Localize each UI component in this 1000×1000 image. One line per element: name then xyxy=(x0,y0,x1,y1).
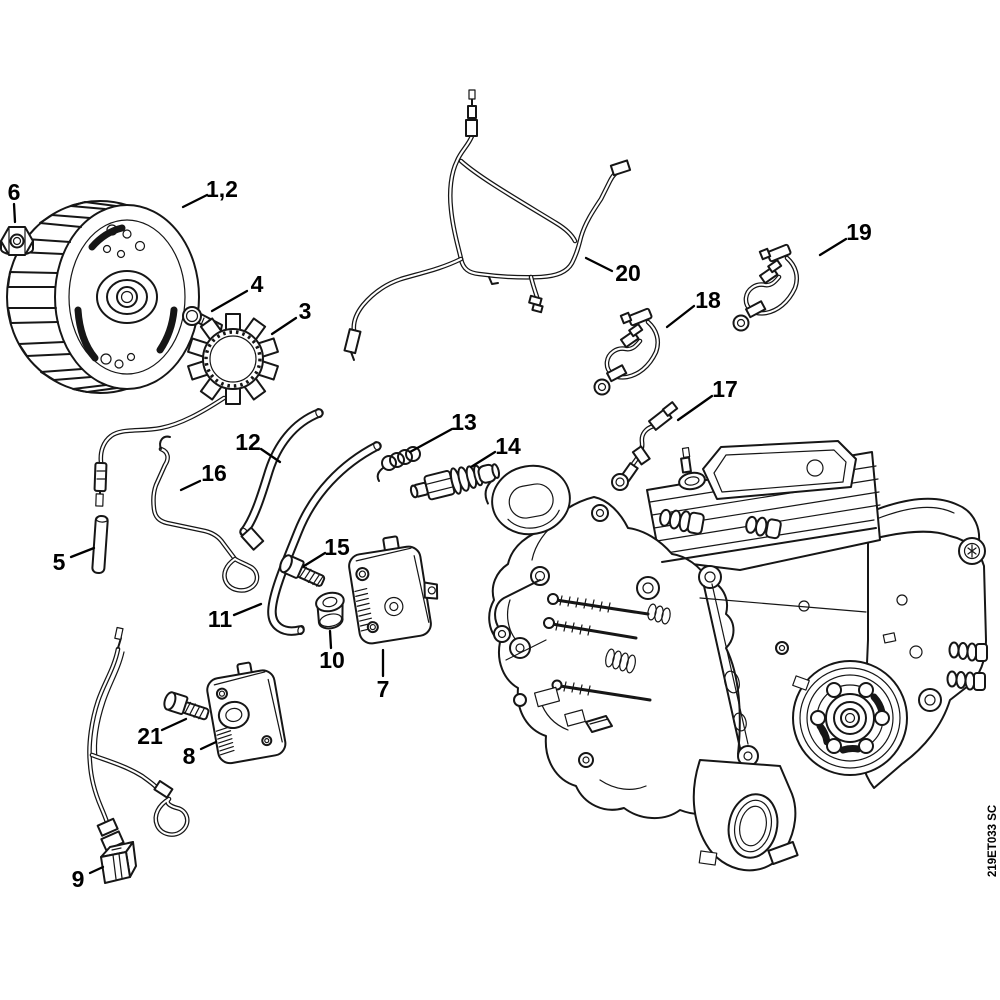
av-buffer-studs xyxy=(946,641,988,691)
callout-11: 11 xyxy=(208,602,263,632)
flywheel-nut xyxy=(0,226,34,256)
callout-13: 13 xyxy=(408,409,477,454)
wire-16 xyxy=(151,435,265,593)
module-harness xyxy=(87,626,190,855)
ignition-module-8 xyxy=(206,661,287,765)
short-circuit-wire-2 xyxy=(734,244,797,330)
engine-crankcase xyxy=(488,440,988,872)
callout-label: 4 xyxy=(251,271,264,297)
coil-screw-21 xyxy=(163,691,210,721)
callout-1-2: 1,2 xyxy=(181,176,238,209)
clutch-drum xyxy=(792,660,908,776)
callout-label: 8 xyxy=(183,743,196,769)
grommet xyxy=(315,591,345,630)
callout-9: 9 xyxy=(72,865,105,892)
callout-label: 13 xyxy=(451,409,477,435)
callout-4: 4 xyxy=(210,271,264,313)
callout-8: 8 xyxy=(183,740,218,769)
callout-label: 6 xyxy=(8,179,21,205)
callout-21: 21 xyxy=(137,717,188,749)
callout-15: 15 xyxy=(302,534,350,568)
callout-7: 7 xyxy=(377,648,390,702)
callout-label: 11 xyxy=(208,606,233,632)
callout-label: 1,2 xyxy=(206,176,238,202)
spark-plug-boot xyxy=(484,464,571,536)
flywheel xyxy=(6,200,200,394)
callout-16: 16 xyxy=(179,460,227,492)
callout-label: 20 xyxy=(615,260,641,286)
callout-label: 10 xyxy=(319,647,345,673)
ignition-module-7 xyxy=(348,535,439,645)
callout-6: 6 xyxy=(8,179,21,224)
callouts: 6 1,2 4 3 20 18 19 17 xyxy=(8,176,872,892)
callout-label: 16 xyxy=(201,460,227,486)
callout-18: 18 xyxy=(665,287,721,329)
short-circuit-wire xyxy=(593,307,661,396)
callout-5: 5 xyxy=(53,546,96,575)
callout-label: 19 xyxy=(846,219,872,245)
callout-17: 17 xyxy=(676,376,738,422)
hose-12 xyxy=(239,408,324,537)
callout-12: 12 xyxy=(235,429,282,464)
insulating-sleeve xyxy=(91,514,109,575)
diagram-code: 219ET033 SC xyxy=(987,805,999,877)
callout-label: 15 xyxy=(324,534,350,560)
callout-label: 5 xyxy=(53,549,66,575)
callout-label: 9 xyxy=(72,866,85,892)
callout-label: 21 xyxy=(137,723,163,749)
callout-20: 20 xyxy=(584,256,641,286)
callout-label: 14 xyxy=(495,433,521,459)
wiring-harness xyxy=(343,89,632,361)
spring xyxy=(376,446,421,482)
ground-wire xyxy=(611,401,679,491)
callout-label: 17 xyxy=(712,376,738,402)
callout-label: 7 xyxy=(377,676,390,702)
callout-14: 14 xyxy=(469,433,521,469)
callout-label: 12 xyxy=(235,429,261,455)
spring-detail xyxy=(605,603,671,674)
coil-screw-15 xyxy=(279,554,326,587)
callout-label: 3 xyxy=(299,298,312,324)
spark-plug xyxy=(409,463,501,501)
callout-3: 3 xyxy=(270,298,312,336)
ignition-armature xyxy=(93,313,279,507)
callout-19: 19 xyxy=(818,219,872,257)
connector xyxy=(100,841,137,884)
callout-label: 18 xyxy=(695,287,721,313)
callout-10: 10 xyxy=(319,629,345,673)
